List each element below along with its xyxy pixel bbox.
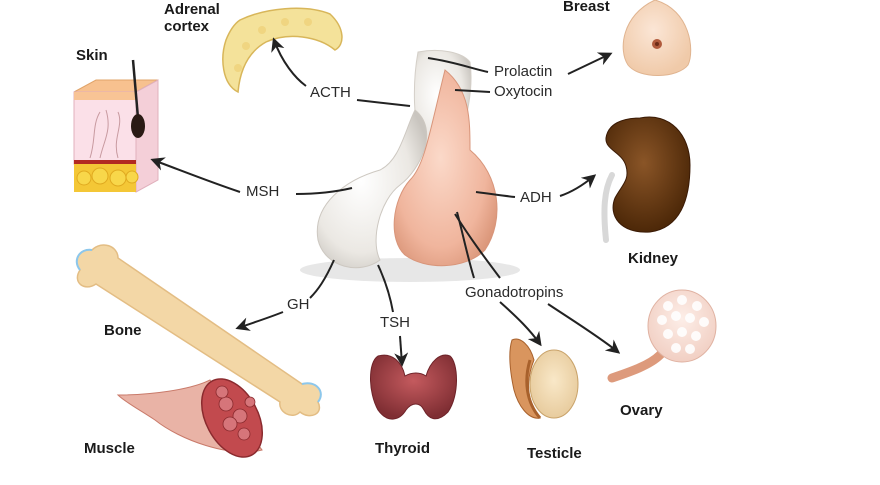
gh-arrow: [235, 311, 284, 331]
thyroid-illustration: [370, 354, 457, 420]
skin-illustration: [73, 59, 159, 193]
label-ovary: Ovary: [620, 402, 663, 419]
breast-illustration: [622, 0, 692, 76]
label-adrenal-cortex: Adrenal cortex: [164, 1, 220, 35]
label-skin: Skin: [76, 47, 108, 64]
hormone-tsh: TSH: [380, 314, 410, 331]
msh-arrow: [150, 157, 241, 193]
label-bone: Bone: [104, 322, 142, 339]
posterior-lobe: [393, 69, 498, 267]
acth-arrow: [271, 37, 307, 87]
muscle-illustration: [116, 378, 264, 458]
gonadotropins-line-2: [454, 213, 501, 279]
hormone-prolactin: Prolactin: [494, 63, 553, 80]
hormone-acth: ACTH: [310, 84, 351, 101]
label-breast: Breast: [563, 0, 610, 15]
prolactin-line: [427, 57, 489, 73]
label-muscle: Muscle: [84, 440, 135, 457]
hormone-oxytocin: Oxytocin: [494, 83, 553, 100]
tsh-line: [377, 264, 394, 313]
kidney-illustration: [601, 116, 691, 243]
label-testicle: Testicle: [527, 445, 582, 462]
adh-arrow: [559, 174, 597, 197]
gonadotropins-line-1: [456, 211, 475, 279]
hormone-adh: ADH: [520, 189, 552, 206]
adh-line: [475, 191, 516, 198]
pituitary-gland: [300, 49, 520, 282]
hormone-gh: GH: [287, 296, 310, 313]
testicle-arrow: [499, 301, 542, 347]
acth-line: [356, 99, 411, 107]
testicle-illustration: [509, 338, 579, 419]
adrenal-cortex-illustration: [222, 7, 343, 94]
hormone-msh: MSH: [246, 183, 280, 200]
gh-line: [309, 259, 335, 299]
prolactin-arrow: [567, 52, 613, 75]
ovary-illustration: [607, 289, 717, 383]
label-thyroid: Thyroid: [375, 440, 430, 457]
tsh-arrow: [394, 335, 409, 367]
label-kidney: Kidney: [628, 250, 679, 267]
anterior-lobe: [316, 109, 428, 269]
hormone-gonadotropins: Gonadotropins: [465, 284, 564, 301]
oxytocin-line: [454, 89, 491, 93]
ovary-arrow: [547, 303, 621, 354]
bone-illustration: [75, 244, 322, 417]
connectors: [150, 37, 621, 367]
msh-line: [295, 187, 353, 195]
